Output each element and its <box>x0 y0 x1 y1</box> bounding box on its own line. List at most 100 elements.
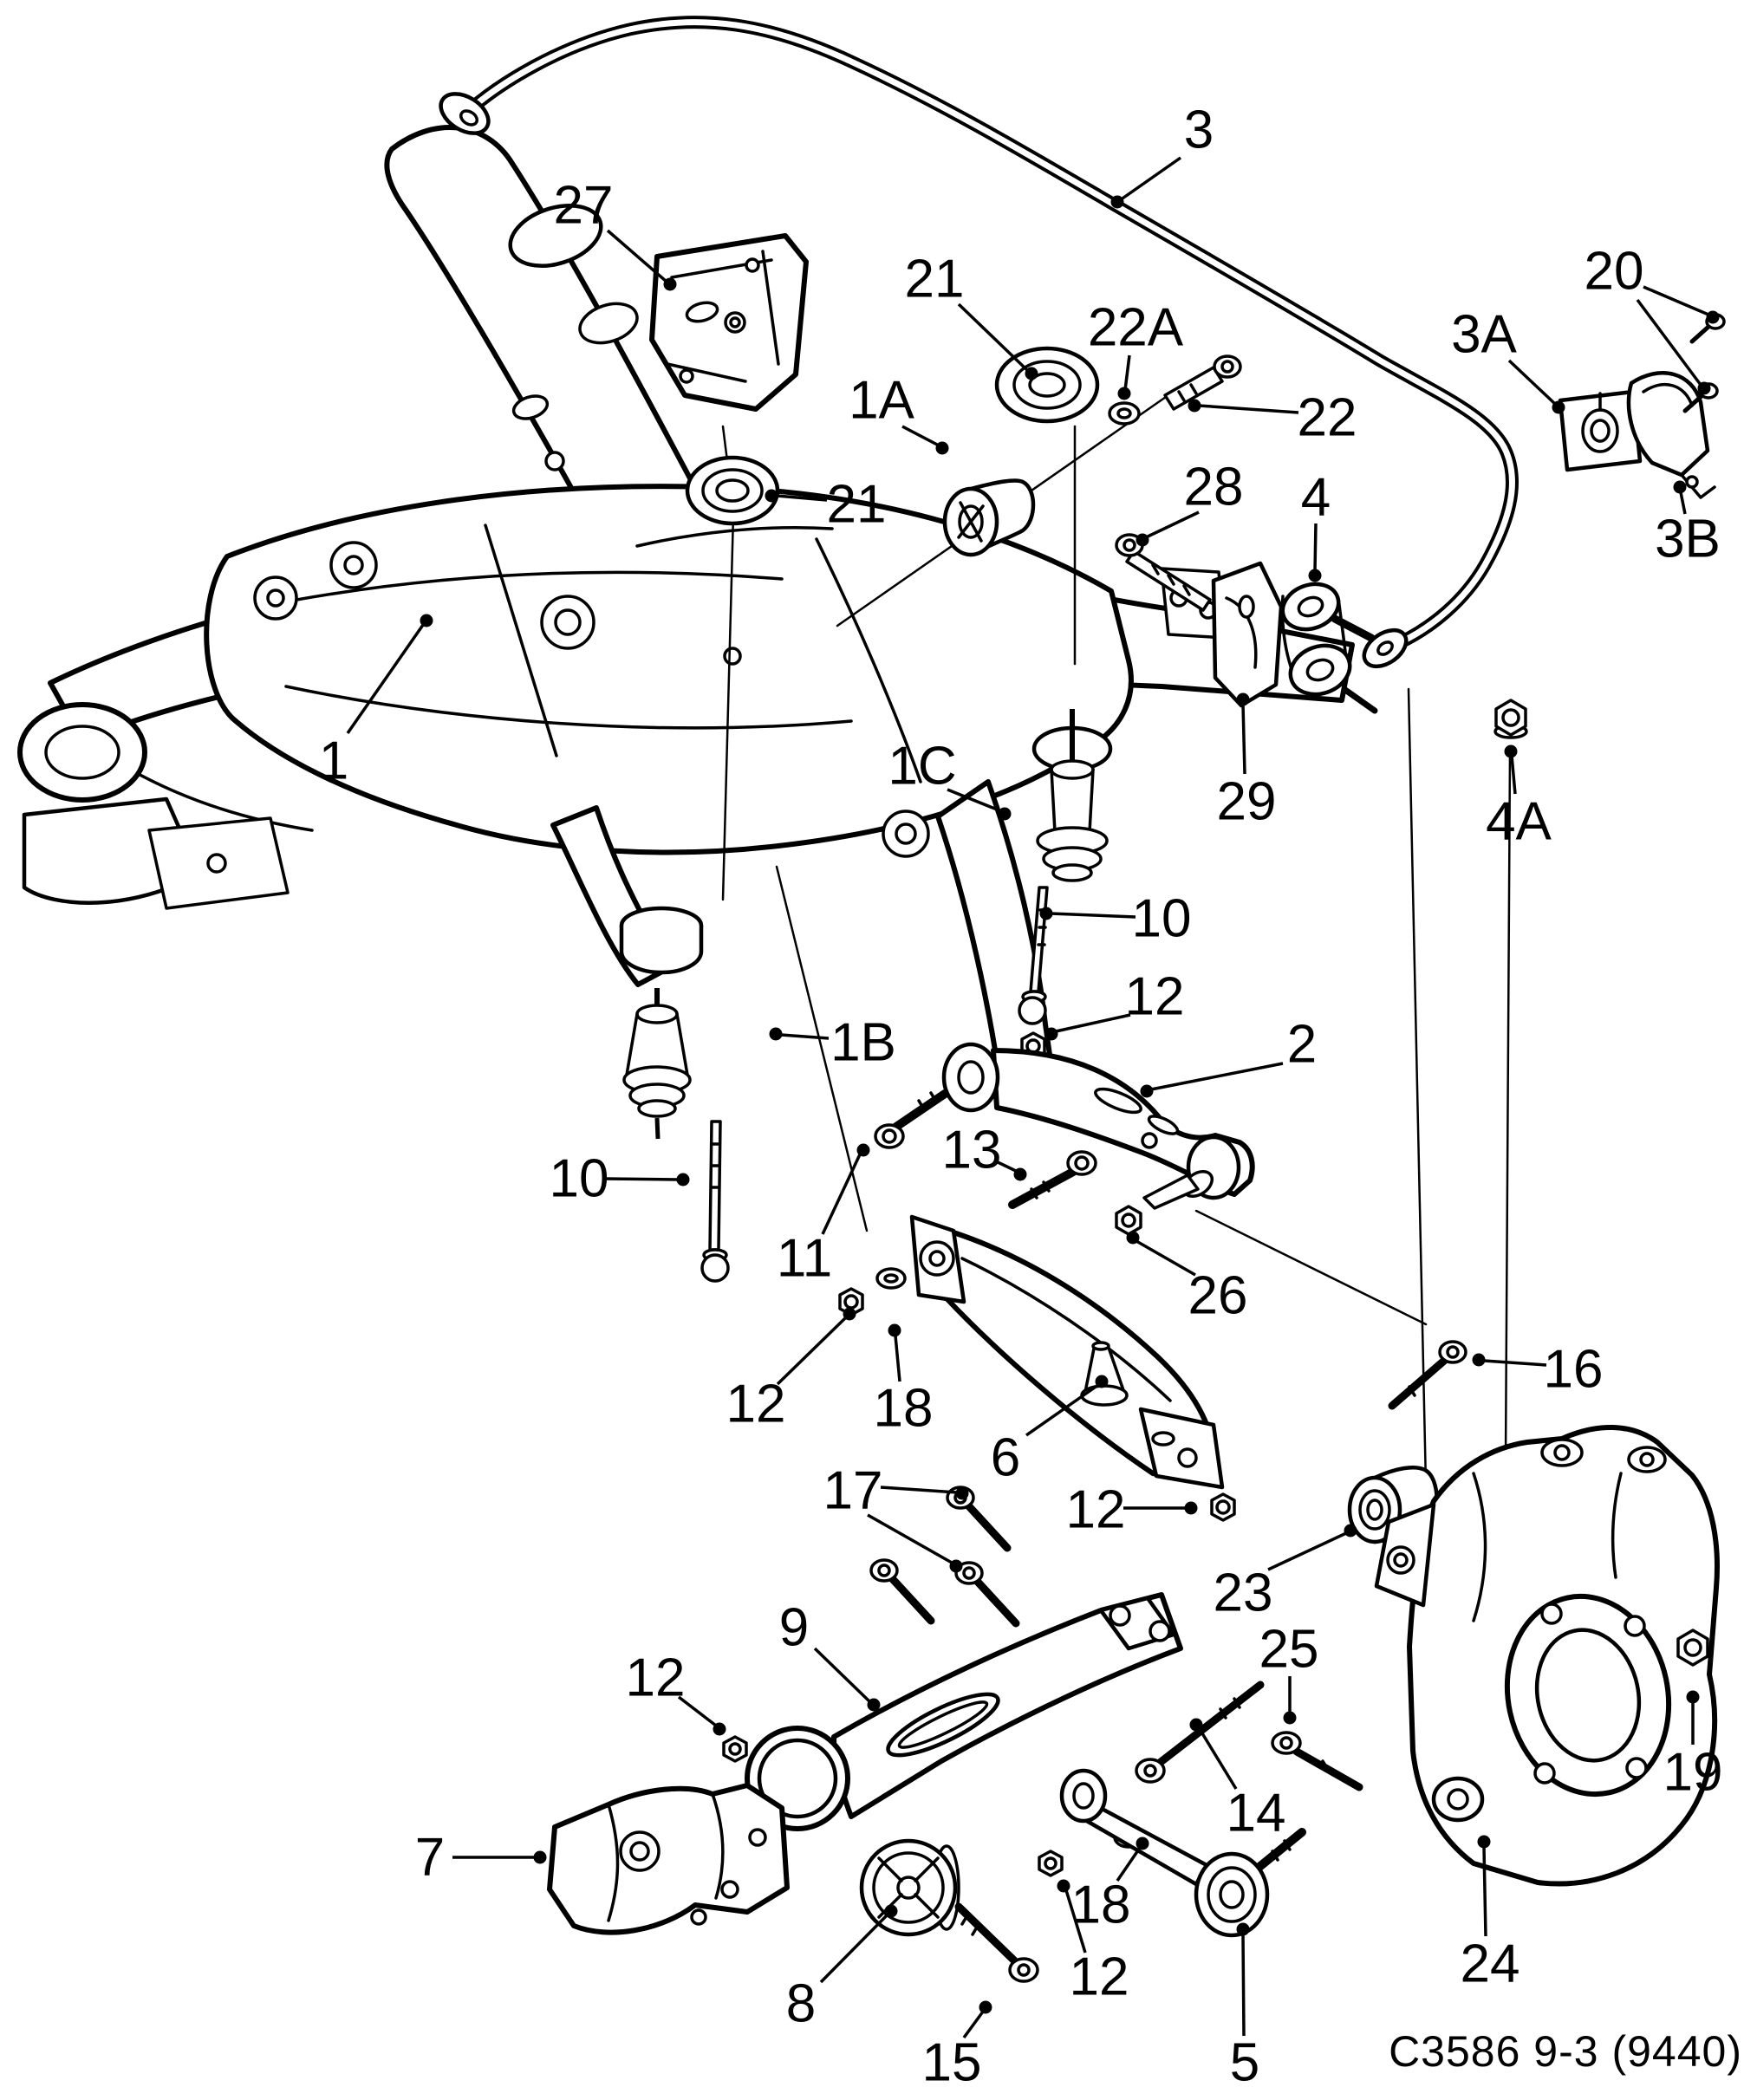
callout-9: 9 <box>779 1598 881 1712</box>
part-number-label: 4A <box>1486 792 1552 852</box>
bolt-10-left <box>700 1120 730 1283</box>
part-number-label: 11 <box>777 1229 832 1289</box>
callout-12-arm: 12 <box>1066 1480 1198 1540</box>
callout-21-upper: 21 <box>905 250 1038 380</box>
callout-10-right: 10 <box>1039 889 1192 949</box>
bracket-7 <box>547 1783 790 1935</box>
leader-dot <box>765 489 778 503</box>
leader-dot <box>1308 569 1322 582</box>
bolt-22 <box>1163 354 1242 411</box>
leader-line <box>995 1160 1017 1173</box>
callout-15: 15 <box>922 2000 992 2093</box>
callout-22A: 22A <box>1088 298 1184 400</box>
callout-18-link: 18 <box>1071 1837 1149 1935</box>
leader-dot <box>884 1904 898 1918</box>
knuckle-24 <box>1374 1425 1720 1887</box>
callout-6: 6 <box>991 1375 1109 1488</box>
callout-25: 25 <box>1259 1620 1318 1725</box>
leader-dot <box>843 1307 856 1321</box>
part-number-label: 12 <box>1066 1480 1126 1540</box>
callout-27: 27 <box>554 176 677 291</box>
leader-line <box>880 1486 958 1494</box>
leader-dot <box>1472 1353 1486 1367</box>
callout-14: 14 <box>1189 1718 1285 1843</box>
nut-12-link <box>1038 1850 1064 1877</box>
nut-26 <box>1115 1205 1142 1236</box>
part-number-label: 3 <box>1184 101 1214 160</box>
bushing-1a <box>942 478 1036 557</box>
callout-16: 16 <box>1472 1340 1603 1400</box>
leader-dot <box>1136 533 1149 547</box>
leader-dot <box>663 277 677 291</box>
leader-line <box>894 1335 901 1382</box>
bolt-25 <box>1271 1731 1363 1791</box>
leader-line <box>776 1316 848 1386</box>
nut-19 <box>1676 1629 1709 1667</box>
lower-control-arm-6 <box>909 1214 1225 1490</box>
callout-11: 11 <box>777 1143 870 1289</box>
callout-12-link: 12 <box>1057 1879 1129 2007</box>
leader-line <box>901 425 940 447</box>
leader-dot <box>1706 310 1720 324</box>
callout-3A: 3A <box>1451 305 1565 414</box>
leader-line <box>1050 912 1136 919</box>
leader-dot <box>949 1559 963 1573</box>
bolt-13 <box>1008 1150 1097 1209</box>
callout-3: 3 <box>1110 101 1214 209</box>
callout-24: 24 <box>1461 1835 1520 1994</box>
leader-line <box>962 2010 985 2039</box>
leader-dot <box>1686 1690 1700 1704</box>
leader-line <box>1313 523 1318 572</box>
callout-22: 22 <box>1188 388 1357 448</box>
callout-2: 2 <box>1140 1015 1317 1098</box>
part-number-label: 22 <box>1298 388 1357 448</box>
leader-line <box>867 1513 953 1564</box>
leader-line <box>677 1695 718 1727</box>
part-number-label: 23 <box>1214 1564 1273 1623</box>
grommet-21-left <box>685 455 780 526</box>
leader-line <box>1118 156 1182 202</box>
part-number-label: 17 <box>823 1461 883 1521</box>
part-number-label: 12 <box>1125 967 1185 1027</box>
leader-line <box>1507 359 1557 406</box>
leader-line <box>1055 1013 1131 1033</box>
bushing-1c <box>1036 709 1109 882</box>
part-number-label: 18 <box>874 1379 934 1439</box>
part-number-label: 22A <box>1088 298 1184 358</box>
callout-7: 7 <box>415 1828 547 1888</box>
part-number-label: 9 <box>779 1598 809 1658</box>
bolt-14 <box>1135 1681 1265 1784</box>
leader-dot <box>888 1323 901 1337</box>
bracket-29 <box>1211 561 1284 708</box>
leader-dot <box>1504 744 1518 758</box>
part-number-label: 20 <box>1585 242 1644 302</box>
figure-caption: C3586 9-3 (9440) <box>1389 2027 1742 2076</box>
part-number-label: 21 <box>827 475 887 535</box>
leader-dot <box>856 1143 870 1157</box>
leader-dot <box>420 614 433 627</box>
leader-dot <box>1697 381 1711 395</box>
leader-line <box>1064 1889 1087 1954</box>
part-number-label: 24 <box>1461 1934 1520 1994</box>
leader-dot <box>1184 1501 1198 1515</box>
upper-control-arm-2 <box>941 1042 1255 1210</box>
leader-dot <box>713 1722 726 1736</box>
part-number-label: 10 <box>1132 889 1192 949</box>
leader-dot <box>1344 1524 1357 1538</box>
leader-dot <box>1095 1375 1109 1388</box>
part-number-label: 1B <box>830 1013 896 1073</box>
part-number-label: 3B <box>1655 510 1721 569</box>
leader-line <box>1198 404 1299 414</box>
part-number-label: 28 <box>1184 458 1244 517</box>
leader-dot <box>769 1027 783 1041</box>
callout-1A: 1A <box>849 371 949 455</box>
washer-18-left <box>875 1267 907 1290</box>
leader-dot <box>1189 1718 1203 1732</box>
washer-22a <box>1108 401 1141 426</box>
leader-dot <box>1126 1231 1140 1245</box>
leader-line <box>1679 491 1687 515</box>
nut-12-trail <box>722 1735 748 1763</box>
